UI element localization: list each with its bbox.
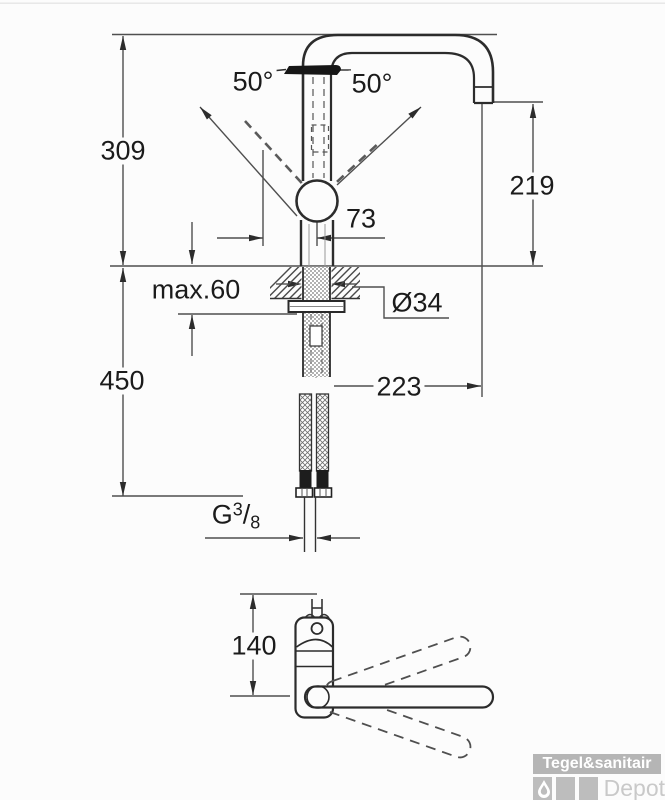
- watermark-square: [578, 777, 598, 800]
- thread-denominator: 8: [250, 512, 261, 533]
- dim-swivel-height-label: 140: [228, 632, 280, 660]
- dim-counter-thickness-label: max.60: [148, 276, 244, 304]
- dim-thread-size-label: G3/8: [208, 499, 264, 532]
- dim-total-height-label: 309: [97, 137, 149, 165]
- dim-angle-right-label: 50°: [348, 70, 396, 98]
- watermark: Tegel&sanitair Depot: [533, 754, 665, 800]
- watermark-square: [555, 777, 575, 800]
- dim-angle-left-label: 50°: [229, 68, 277, 96]
- watermark-brand-label: Tegel&sanitair: [533, 754, 661, 774]
- thread-numerator: 3: [232, 499, 243, 520]
- watermark-sub-label: Depot: [603, 775, 665, 800]
- dim-shank-diameter-label: Ø34: [388, 289, 446, 317]
- dim-lever-offset-label: 73: [342, 205, 380, 233]
- dim-spout-height-label: 219: [506, 172, 558, 200]
- water-drop-icon: [533, 777, 552, 800]
- thread-prefix: G: [211, 499, 233, 530]
- dim-spout-reach-label: 223: [373, 373, 425, 401]
- dim-hose-length-label: 450: [96, 367, 148, 395]
- thread-slash: /: [242, 499, 251, 530]
